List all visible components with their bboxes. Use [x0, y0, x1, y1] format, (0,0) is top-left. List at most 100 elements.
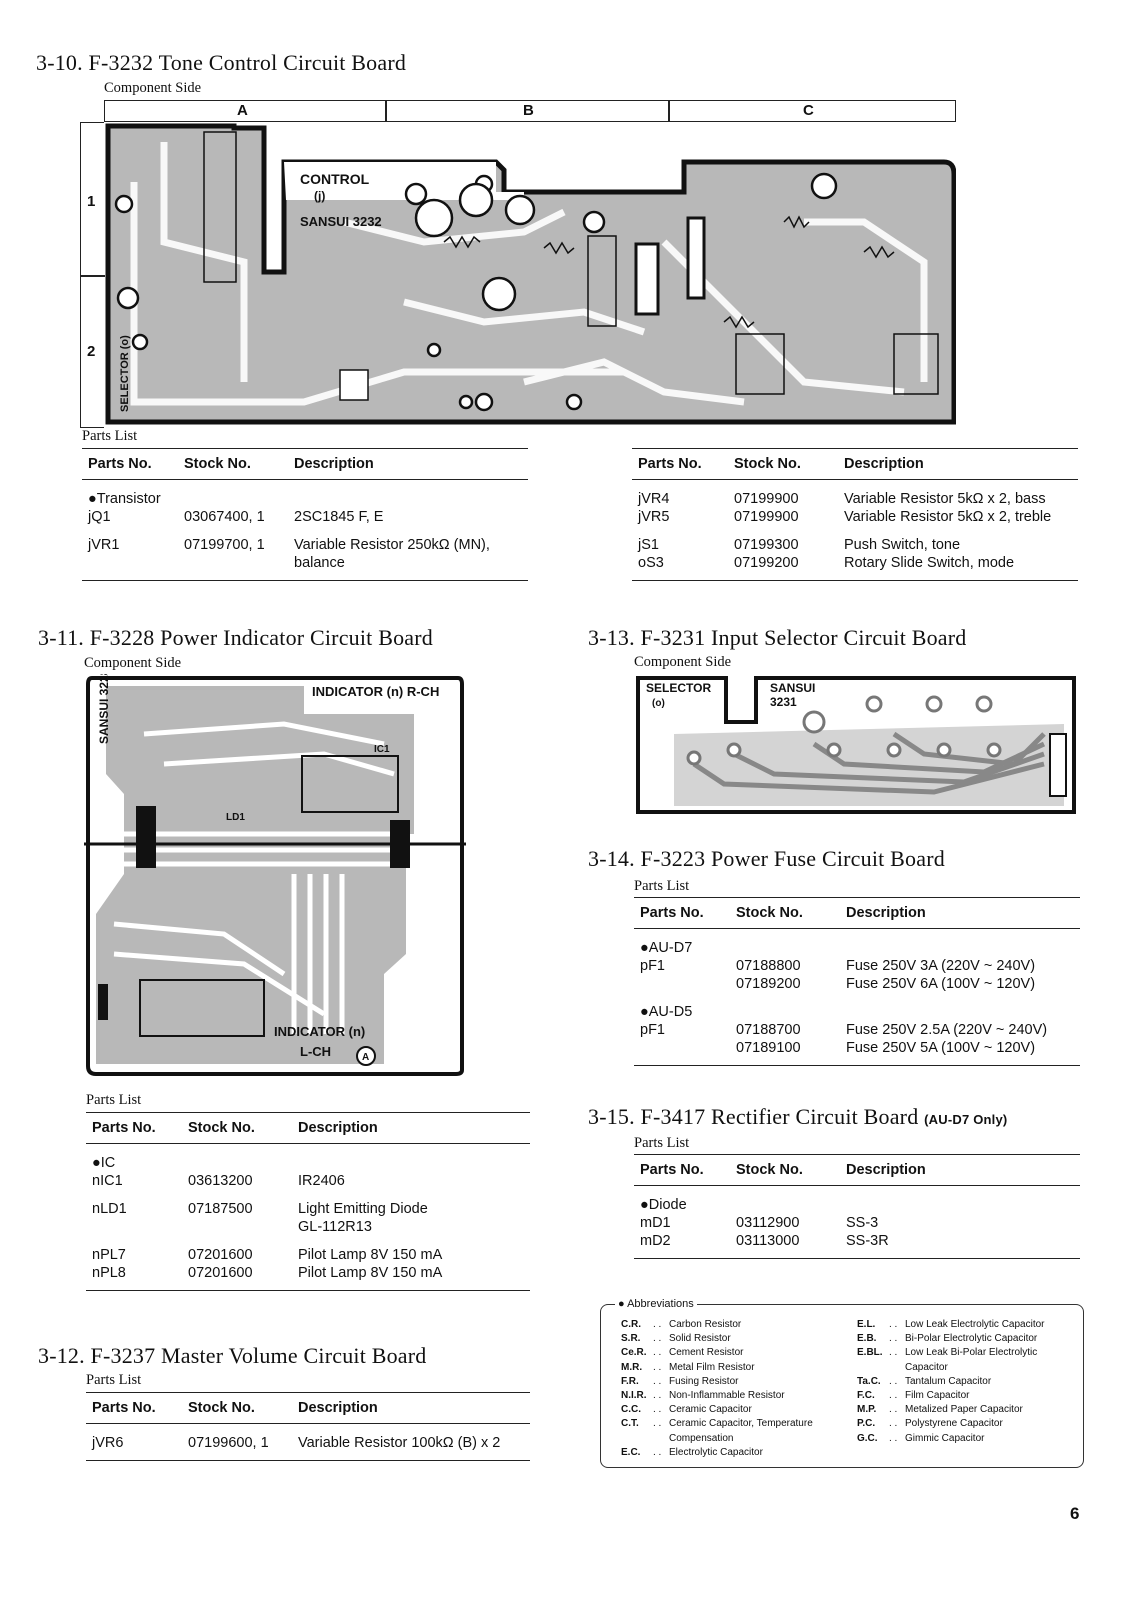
abbreviation-leader: . .: [653, 1319, 662, 1330]
category-label: ●AU-D5: [640, 1004, 693, 1020]
stock-no-cell: 07188700: [736, 1022, 801, 1038]
stock-no-cell: 07199700, 1: [184, 537, 265, 553]
part-no-cell: jVR4: [638, 491, 670, 507]
description-cell: Variable Resistor 5kΩ x 2, bass: [844, 491, 1046, 507]
abbreviations-title: ● Abbreviations: [615, 1298, 697, 1310]
grid-row-2: 2: [87, 343, 96, 360]
board-label-o: (o): [652, 698, 665, 709]
abbreviation-text: Compensation: [669, 1432, 734, 1444]
description-cell: Rotary Slide Switch, mode: [844, 555, 1015, 571]
description-cell: Variable Resistor 5kΩ x 2, treble: [844, 509, 1052, 525]
page-number: 6: [1070, 1504, 1080, 1523]
abbreviation-leader: . .: [889, 1333, 898, 1345]
abbreviation-leader: . .: [653, 1390, 662, 1401]
col-stock-no: Stock No.: [178, 448, 288, 480]
category-row: ●Diode: [634, 1196, 1080, 1214]
abbreviation-code: F.C.: [857, 1390, 875, 1401]
col-stock-no: Stock No.: [728, 448, 838, 480]
part-no-cell: jVR1: [88, 537, 120, 553]
parts-list-label-3-11: Parts List: [86, 1092, 142, 1108]
abbreviation-text: Low Leak Electrolytic Capacitor: [905, 1319, 1045, 1330]
col-stock-no: Stock No.: [730, 897, 840, 929]
abbreviations-box: ● Abbreviations C.R.Carbon Resistor. .S.…: [600, 1298, 1084, 1468]
part-no-cell: pF1: [640, 1022, 665, 1038]
description-cell: GL-112R13: [298, 1219, 372, 1235]
abbreviation-code: Ce.R.: [621, 1347, 647, 1359]
abbreviation-text: Metalized Paper Capacitor: [905, 1404, 1023, 1416]
description-cell: Pilot Lamp 8V 150 mA: [298, 1265, 443, 1281]
stock-no-cell: 07199300: [734, 537, 799, 553]
abbreviation-text: Cement Resistor: [669, 1347, 744, 1359]
section-title-3-15-note: (AU-D7 Only): [924, 1112, 1008, 1127]
board-label-sansui-3228: SANSUI 3228: [97, 674, 111, 744]
part-no-cell: [634, 975, 730, 993]
board-label-selector: SELECTOR (o): [119, 335, 131, 412]
abbreviation-code: C.T.: [621, 1418, 639, 1430]
abbreviation-text: Metal Film Resistor: [669, 1361, 755, 1373]
description-cell: Fuse 250V 3A (220V ~ 240V): [846, 958, 1036, 974]
abbreviation-text: Ceramic Capacitor, Temperature: [669, 1418, 813, 1430]
part-no-cell: mD1: [640, 1215, 671, 1231]
col-parts-no: Parts No.: [86, 1112, 182, 1144]
stock-no-cell: 07188800: [736, 958, 801, 974]
stock-no-cell: 03113000: [736, 1233, 800, 1249]
stock-no-cell: 07189200: [736, 976, 801, 992]
stock-no-cell: 07201600: [188, 1265, 253, 1281]
part-no-cell: nIC1: [92, 1173, 123, 1189]
stock-no-cell: 07199600, 1: [188, 1435, 269, 1451]
table-row: jVR1 07199700, 1 Variable Resistor 250kΩ (…: [82, 536, 528, 554]
part-no-cell: jS1: [638, 537, 659, 553]
parts-list-label-3-14: Parts List: [634, 878, 690, 894]
col-stock-no: Stock No.: [730, 1154, 840, 1186]
description-cell: balance: [294, 555, 345, 571]
abbreviation-leader: . .: [653, 1347, 662, 1359]
abbreviation-text: Carbon Resistor: [669, 1319, 742, 1330]
abbreviation-code: P.C.: [857, 1418, 876, 1430]
board-label-ic1: IC1: [374, 744, 390, 755]
abbreviation-leader: . .: [889, 1390, 898, 1401]
abbreviation-text: Non-Inflammable Resistor: [669, 1390, 785, 1401]
stock-no-cell: 07187500: [188, 1201, 253, 1217]
category-label: ●Transistor: [88, 491, 161, 507]
abbreviation-code: F.R.: [621, 1375, 639, 1387]
grid-row-1: 1: [87, 193, 96, 210]
board-label-3231: 3231: [770, 695, 797, 709]
stock-no-cell: 07199200: [734, 555, 799, 571]
section-title-3-13: 3-13. F-3231 Input Selector Circuit Boar…: [588, 625, 967, 650]
abbreviation-text: Electrolytic Capacitor: [669, 1446, 763, 1458]
abbreviation-code: N.I.R.: [621, 1390, 647, 1401]
grid-col-a: A: [237, 102, 248, 119]
col-description: Description: [838, 448, 1078, 480]
stock-no-cell: 07199900: [734, 491, 799, 507]
abbreviation-code: E.L.: [857, 1319, 876, 1330]
section-title-3-10: 3-10. F-3232 Tone Control Circuit Board: [36, 50, 407, 75]
description-cell: Push Switch, tone: [844, 537, 961, 553]
part-no-cell: [82, 554, 178, 572]
table-row: pF1 07188700 Fuse 250V 2.5A (220V ~ 240V): [634, 1021, 1080, 1039]
description-cell: Variable Resistor 250kΩ (MN),: [294, 537, 490, 553]
col-description: Description: [292, 1392, 530, 1424]
description-cell: Fuse 250V 2.5A (220V ~ 240V): [846, 1022, 1048, 1038]
abbreviation-leader: . .: [653, 1333, 662, 1345]
abbreviation-code: E.B.: [857, 1333, 877, 1345]
abbreviation-leader: . .: [653, 1404, 662, 1416]
component-side-label: Component Side: [104, 80, 202, 96]
component-side-label: Component Side: [634, 654, 732, 670]
stock-no-cell: 03067400, 1: [184, 509, 265, 525]
abbreviation-text: Polystyrene Capacitor: [905, 1418, 1003, 1430]
grid-column-header: A B C: [104, 100, 956, 122]
section-title-3-12: 3-12. F-3237 Master Volume Circuit Board: [38, 1343, 427, 1368]
part-no-cell: oS3: [638, 555, 664, 571]
part-no-cell: nPL8: [92, 1265, 126, 1281]
col-description: Description: [840, 897, 1080, 929]
col-description: Description: [840, 1154, 1080, 1186]
